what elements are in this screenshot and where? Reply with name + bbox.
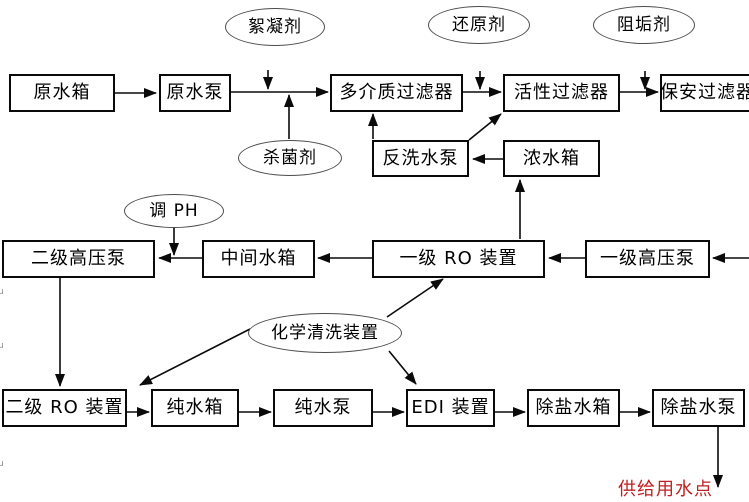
dosing-antiscalant: 阻垢剂 xyxy=(593,6,695,44)
node-stage2-hp-pump: 二级高压泵 xyxy=(2,240,155,278)
dosing-bactericide: 杀菌剂 xyxy=(238,140,342,176)
node-backwash-pump: 反洗水泵 xyxy=(372,140,469,177)
arrow-cleaning-to-edi xyxy=(388,350,417,385)
node-security-filter: 保安过滤器 xyxy=(660,74,749,112)
left-edge-artifact: u xyxy=(0,341,4,351)
node-intermediate-tank: 中间水箱 xyxy=(202,240,315,278)
node-pure-water-pump: 纯水泵 xyxy=(273,389,373,427)
node-desalted-water-tank: 除盐水箱 xyxy=(527,389,620,427)
node-stage1-ro-unit: 一级 RO 装置 xyxy=(372,240,545,278)
node-raw-water-pump: 原水泵 xyxy=(159,74,231,112)
node-stage2-ro-unit: 二级 RO 装置 xyxy=(2,389,127,427)
arrow-backwash-to-activated xyxy=(468,113,502,141)
dosing-flocculant: 絮凝剂 xyxy=(225,8,325,46)
arrow-cleaning-to-ro1 xyxy=(386,278,444,318)
node-multimedia-filter: 多介质过滤器 xyxy=(330,74,463,112)
node-raw-water-tank: 原水箱 xyxy=(9,74,115,112)
dosing-reducing-agent: 还原剂 xyxy=(428,6,530,44)
left-edge-artifact: u xyxy=(0,287,4,297)
node-stage1-hp-pump: 一级高压泵 xyxy=(585,240,710,278)
node-desalted-water-pump: 除盐水泵 xyxy=(652,389,745,427)
arrow-cleaning-to-ro2 xyxy=(139,328,251,386)
node-edi-unit: EDI 装置 xyxy=(406,389,495,427)
left-edge-artifact: u xyxy=(0,459,4,469)
outlet-label: 供给用水点 xyxy=(618,479,713,500)
node-activated-filter: 活性过滤器 xyxy=(503,74,620,112)
dosing-ph-adjust: 调 PH xyxy=(124,194,224,228)
dosing-chemical-cleaning: 化学清洗装置 xyxy=(248,313,402,353)
node-concentrate-tank: 浓水箱 xyxy=(503,140,600,177)
node-pure-water-tank: 纯水箱 xyxy=(151,389,239,427)
